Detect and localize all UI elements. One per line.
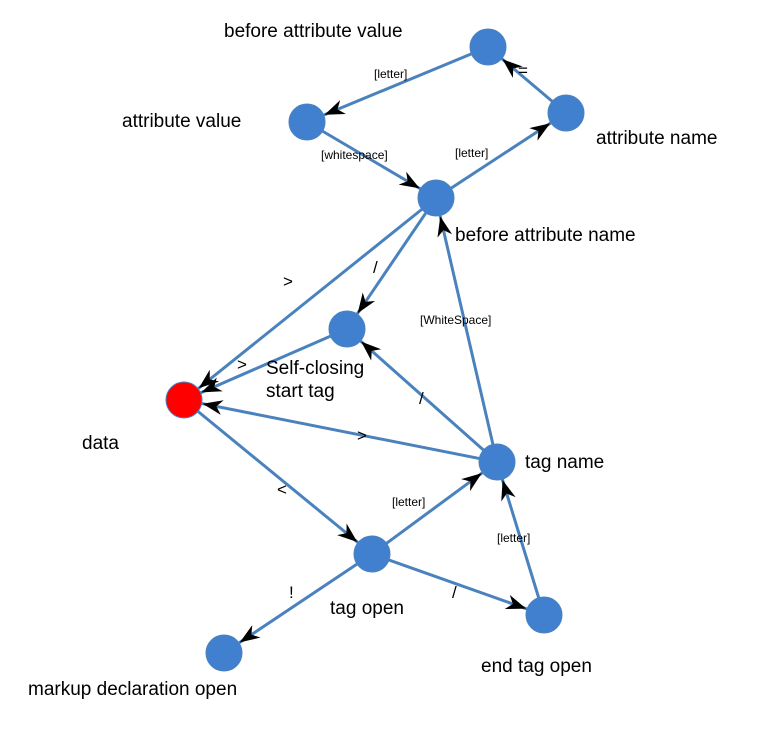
edge-label-e7: [WhiteSpace] [420,313,492,327]
edge-e8 [198,334,333,395]
arrowhead-e2 [502,59,523,78]
edge-e10 [199,401,482,461]
edge-label-e13: [letter] [497,531,531,545]
arrowhead-e9 [361,341,382,361]
node-label-tag-open: tag open [330,598,404,619]
edge-label-e12: [letter] [392,495,426,509]
edge-e1 [321,52,474,117]
node-label-attribute-value: attribute value [122,111,242,132]
node-attribute-name[interactable] [547,94,585,132]
arrowhead-e6 [357,292,376,314]
edge-e4 [448,120,554,191]
arrowhead-e11 [337,523,358,542]
edge-label-e14: / [452,583,457,602]
arrowhead-e7 [437,216,453,238]
arrowhead-e8 [201,377,223,393]
edge-label-e8: > [237,355,247,374]
edge-label-e10: > [357,426,367,445]
edge-label-e4: [letter] [455,146,489,160]
node-tag-open[interactable] [353,535,391,573]
arrowhead-e5 [198,369,220,389]
edge-e11 [195,409,361,545]
node-label-data: data [82,433,119,454]
arrowhead-e3 [398,171,420,189]
node-label-tag-name: tag name [525,452,605,473]
arrowhead-e1 [324,100,346,115]
edge-e12 [384,470,485,546]
arrowheads-layer [198,59,551,643]
node-label-before-attribute-value: before attribute value [224,21,403,42]
node-attribute-value[interactable] [288,103,326,141]
node-before-attribute-name[interactable] [417,179,455,217]
edge-label-e9: / [419,389,424,408]
edge-e7 [438,213,495,447]
edge-label-e3: [whitespace] [321,148,388,162]
arrowhead-e12 [461,473,482,492]
edge-label-e2: = [518,61,528,80]
edge-e13 [500,476,541,601]
edge-label-e15: ! [289,583,294,602]
node-self-closing-start-tag[interactable] [328,310,366,348]
node-data[interactable] [165,381,203,419]
arrowhead-e4 [529,123,551,141]
node-markup-declaration-open[interactable] [205,634,243,672]
edge-label-e1: [letter] [374,67,408,81]
arrowhead-e10 [202,400,224,415]
arrowhead-e13 [501,480,516,502]
node-tag-name[interactable] [478,443,516,481]
edge-e5 [195,207,425,391]
node-before-attribute-value[interactable] [469,28,507,66]
edge-e14 [386,558,530,611]
node-end-tag-open[interactable] [525,596,563,634]
edge-label-e6: / [373,258,378,277]
edge-label-e5: > [283,272,293,291]
edge-e6 [355,210,428,317]
node-label-end-tag-open: end tag open [481,656,592,677]
arrowhead-e15 [239,625,261,643]
edge-label-e11: < [277,480,287,499]
node-label-before-attribute-name: before attribute name [455,225,636,246]
edges-layer [195,52,555,646]
arrowhead-e14 [504,594,527,610]
edge-e15 [236,561,360,646]
edge-e3 [320,129,423,191]
node-label-markup-declaration-open: markup declaration open [28,679,238,700]
nodes-layer [165,28,585,672]
edge-e9 [358,338,486,453]
node-label-self-closing-start-tag: Self-closing start tag [266,358,365,402]
node-label-attribute-name: attribute name [596,128,718,149]
